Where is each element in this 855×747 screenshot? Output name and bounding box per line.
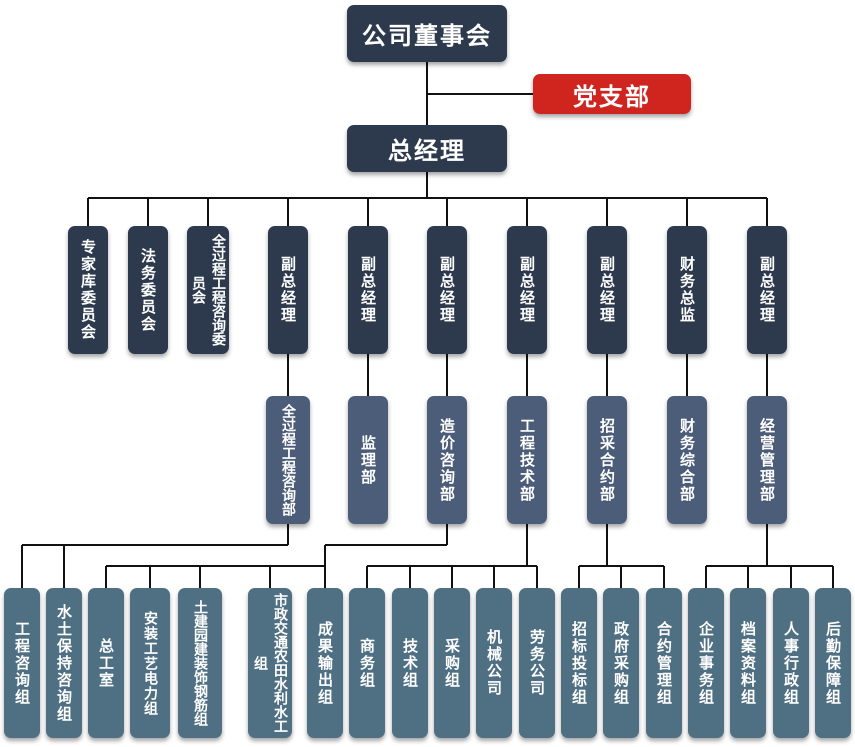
hr-admin-group-node: 人事行政组 — [773, 588, 809, 738]
logistics-support-group-node: 后勤保障组 — [815, 588, 851, 738]
finance-general-dept-node: 财务综合部 — [667, 396, 707, 524]
machinery-company-node: 机械公司 — [476, 588, 512, 738]
chief-engineer-office-node: 总工室 — [88, 588, 124, 738]
business-group-node: 商务组 — [349, 588, 385, 738]
archives-group-node: 档案资料组 — [730, 588, 766, 738]
labor-company-node: 劳务公司 — [519, 588, 555, 738]
corporate-affairs-group-node: 企业事务组 — [688, 588, 724, 738]
board-node: 公司董事会 — [347, 5, 507, 62]
soil-water-conservation-group-node: 水土保持咨询组 — [46, 588, 82, 738]
legal-committee-node: 法务委员会 — [128, 226, 168, 354]
output-delivery-group-node: 成果输出组 — [307, 588, 343, 738]
finance-director-node: 财务总监 — [667, 226, 707, 354]
deputy-gm-node: 副总经理 — [348, 226, 388, 354]
engineering-tech-dept-node: 工程技术部 — [507, 396, 547, 524]
deputy-gm-node: 副总经理 — [427, 226, 467, 354]
contract-management-group-node: 合约管理组 — [646, 588, 682, 738]
deputy-gm-node: 副总经理 — [507, 226, 547, 354]
municipal-transport-water-group-node: 市政交通农田水利水工组 — [248, 588, 292, 738]
installation-power-group-node: 安装工艺电力组 — [130, 588, 170, 738]
deputy-gm-node: 副总经理 — [747, 226, 787, 354]
deputy-gm-node: 副总经理 — [587, 226, 627, 354]
expert-committee-node: 专家库委员会 — [68, 226, 108, 354]
party-branch-node: 党支部 — [533, 74, 691, 114]
cost-consulting-dept-node: 造价咨询部 — [427, 396, 467, 524]
general-manager-node: 总经理 — [347, 125, 507, 172]
government-procurement-group-node: 政府采购组 — [603, 588, 639, 738]
engineering-consulting-group-node: 工程咨询组 — [4, 588, 40, 738]
civil-landscape-decoration-group-node: 土建园建装饰钢筋组 — [178, 588, 222, 738]
operation-management-dept-node: 经营管理部 — [747, 396, 787, 524]
deputy-gm-node: 副总经理 — [268, 226, 308, 354]
supervision-dept-node: 监理部 — [348, 396, 388, 524]
bidding-group-node: 招标投标组 — [561, 588, 597, 738]
whole-process-consulting-dept-node: 全过程工程咨询部 — [266, 396, 310, 524]
procurement-contract-dept-node: 招采合约部 — [587, 396, 627, 524]
technical-group-node: 技术组 — [392, 588, 428, 738]
purchasing-group-node: 采购组 — [434, 588, 470, 738]
consulting-committee-node: 全过程工程咨询委员会 — [187, 226, 229, 354]
